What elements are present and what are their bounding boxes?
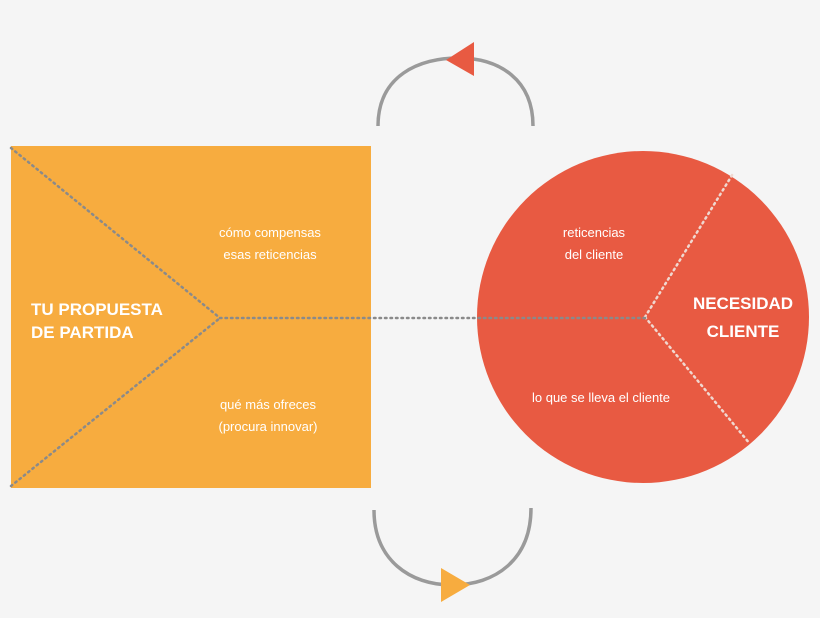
circle-title-line2: CLIENTE [707, 322, 780, 341]
circle-lower-line1: lo que se lleva el cliente [532, 390, 670, 405]
circle-divider-top [643, 170, 736, 319]
square-title-line2: DE PARTIDA [31, 323, 134, 342]
square-upper-line2: esas reticencias [223, 247, 317, 262]
top-cycle-arc [376, 56, 535, 127]
circle-upper-line1: reticencias [563, 225, 626, 240]
top-arrow-icon [446, 42, 474, 76]
circle-upper-line2: del cliente [565, 247, 624, 262]
square-title-line1: TU PROPUESTA [31, 300, 163, 319]
square-lower-line2: (procura innovar) [219, 419, 318, 434]
circle-title-line1: NECESIDAD [693, 294, 793, 313]
square-divider-bottom [9, 316, 222, 488]
circle-divider-bottom [643, 315, 752, 446]
value-proposition-square [11, 146, 371, 488]
square-divider-top [9, 146, 222, 320]
bottom-arrow-icon [441, 568, 470, 602]
square-upper-line1: cómo compensas [219, 225, 321, 240]
square-lower-line1: qué más ofreces [220, 397, 317, 412]
bottom-cycle-arc [372, 507, 533, 587]
